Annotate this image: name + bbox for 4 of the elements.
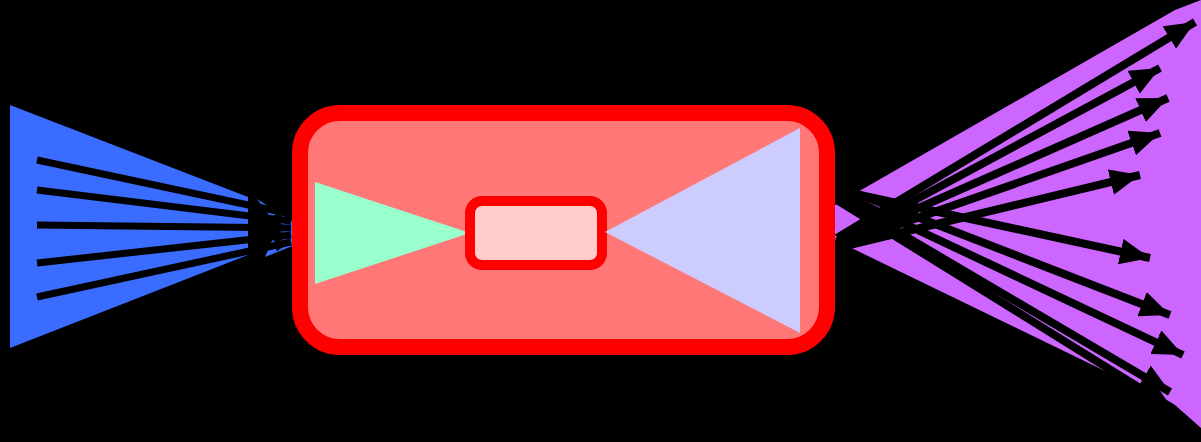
arrow bbox=[36, 238, 292, 301]
arrow bbox=[36, 230, 292, 267]
arrow bbox=[36, 186, 292, 225]
arrow bbox=[36, 221, 292, 234]
